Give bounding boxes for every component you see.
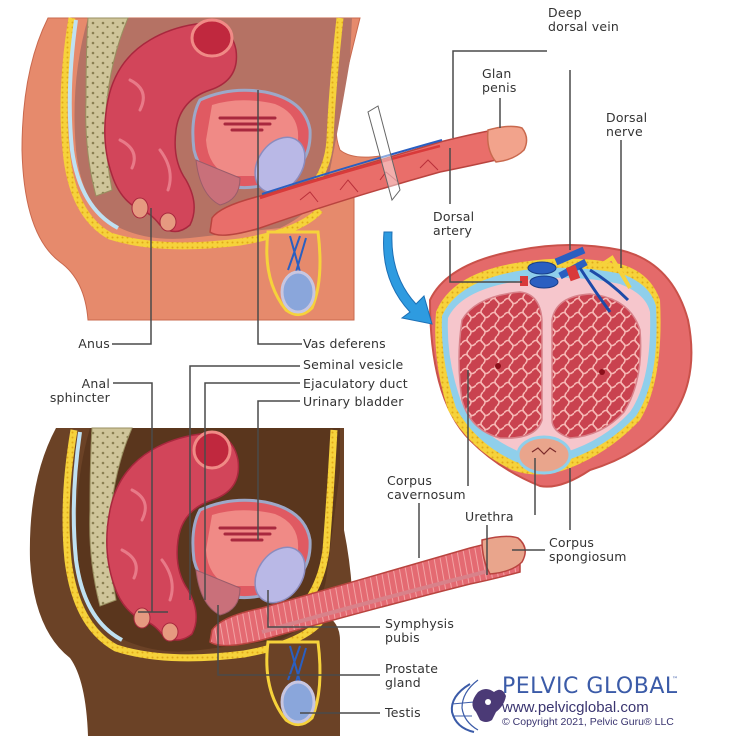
leader-seminal-vesicle <box>189 365 300 600</box>
label-testis: Testis <box>385 705 421 720</box>
label-symphysis-pubis: Symphysis pubis <box>385 617 454 645</box>
colon-lumen-bottom <box>192 430 232 470</box>
leader-prostate-gland <box>217 605 380 676</box>
globe-pelvis-icon <box>450 679 506 733</box>
label-line: Corpus <box>549 535 595 550</box>
glans-bottom <box>481 535 526 575</box>
label-seminal-vesicle: Seminal vesicle <box>303 357 404 372</box>
label-dorsal-artery: Dorsal artery <box>433 210 474 238</box>
leader-vas-deferens <box>257 90 302 345</box>
copyright-text: © Copyright 2021, Pelvic Guru® LLC <box>502 716 674 728</box>
label-glan-penis: Glan penis <box>482 67 517 95</box>
corpus-cavernosum-right <box>551 293 642 439</box>
leader-deep-dorsal-vein <box>452 50 547 138</box>
bottom-sagittal-section <box>29 427 526 736</box>
label-corpus-cavernosum: Corpus cavernosum <box>387 474 466 502</box>
label-vas-deferens: Vas deferens <box>303 336 386 351</box>
label-line: Dorsal <box>433 209 475 224</box>
brand-title: PELVIC GLOBAL <box>502 674 678 699</box>
label-deep-dorsal-vein: Deep dorsal vein <box>548 6 619 34</box>
label-line: penis <box>482 80 517 95</box>
penile-cross-section <box>428 244 693 488</box>
brand-url: www.pelvicglobal.com <box>502 699 649 716</box>
leader-ejaculatory-duct <box>204 382 300 600</box>
glans-top <box>486 125 528 163</box>
leader-dorsal-artery-down <box>449 240 522 283</box>
label-prostate-gland: Prostate gland <box>385 662 438 690</box>
curved-arrow-icon <box>383 231 433 325</box>
label-line: Dorsal <box>606 110 648 125</box>
label-line: Symphysis <box>385 616 455 631</box>
label-line: Anal <box>81 376 110 391</box>
sacrum-top <box>85 17 129 197</box>
testis-bottom <box>280 680 316 724</box>
label-line: pubis <box>385 630 420 645</box>
label-line: Corpus <box>387 473 433 488</box>
label-line: spongiosum <box>549 549 627 564</box>
label-corpus-spongiosum: Corpus spongiosum <box>549 536 627 564</box>
label-anal-sphincter: Anal sphincter <box>30 377 110 405</box>
seminal-vesicle-bottom <box>254 546 306 604</box>
label-line: cavernosum <box>387 487 466 502</box>
penis-bottom <box>209 539 521 647</box>
label-line: artery <box>433 223 473 238</box>
rectum-top <box>104 22 238 233</box>
top-sagittal-section <box>21 17 528 321</box>
label-dorsal-nerve: Dorsal nerve <box>606 111 647 139</box>
trademark-mark: ™ <box>672 676 678 683</box>
leader-urinary-bladder <box>257 400 300 540</box>
label-urethra: Urethra <box>465 509 514 524</box>
colon-lumen-top <box>190 18 234 58</box>
corpus-spongiosum-section <box>516 435 572 475</box>
leader-anus <box>112 208 152 345</box>
label-line: dorsal vein <box>548 19 620 34</box>
section-plane <box>367 105 401 202</box>
label-line: Prostate <box>385 661 439 676</box>
label-line: Glan <box>482 66 512 81</box>
label-line: Deep <box>548 5 582 20</box>
leader-symphysis-pubis <box>267 590 380 628</box>
testis-top <box>280 270 316 314</box>
sacrum-bottom <box>89 427 133 607</box>
label-line: nerve <box>606 124 643 139</box>
label-urinary-bladder: Urinary bladder <box>303 394 404 409</box>
leader-anal-sphincter <box>113 382 168 613</box>
leader-lines <box>112 50 622 714</box>
seminal-vesicle-top <box>254 136 306 194</box>
label-ejaculatory-duct: Ejaculatory duct <box>303 376 408 391</box>
label-line: gland <box>385 675 421 690</box>
label-line: sphincter <box>49 390 110 405</box>
label-anus: Anus <box>78 336 110 351</box>
